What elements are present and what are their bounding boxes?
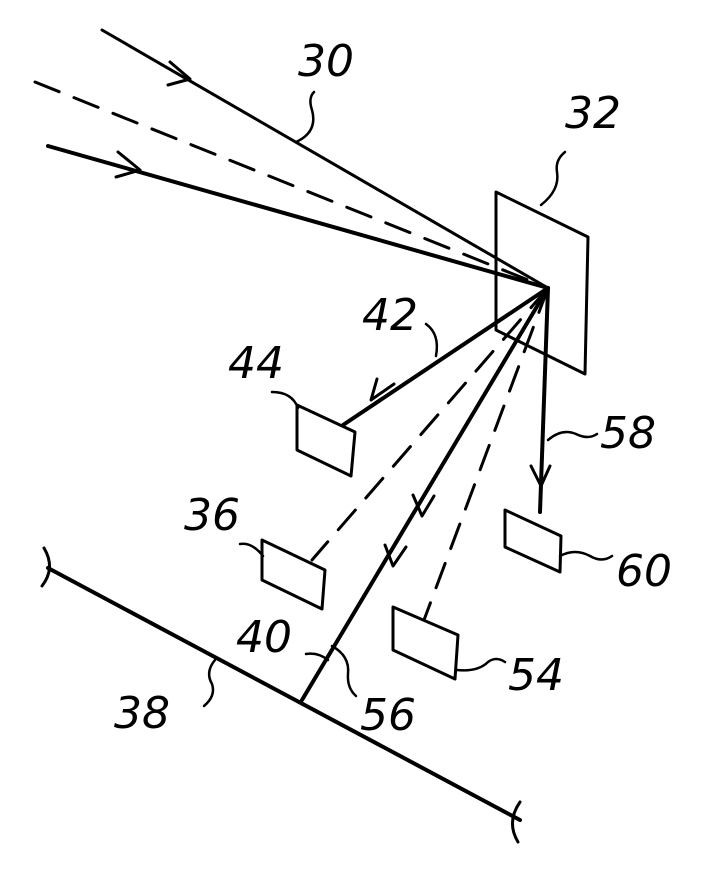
arrowhead-40-lower — [385, 545, 406, 566]
leader-30 — [296, 92, 314, 142]
label-44: 44 — [228, 338, 284, 389]
ray-40 — [302, 288, 548, 700]
leader-32 — [541, 152, 565, 205]
leader-60 — [560, 552, 612, 560]
dashed-ray-to-54 — [424, 288, 548, 620]
leader-54 — [457, 659, 505, 670]
label-32: 32 — [565, 88, 621, 139]
label-54: 54 — [508, 650, 564, 701]
label-60: 60 — [616, 546, 672, 597]
leader-40 — [306, 654, 328, 660]
sensor-60-box — [505, 510, 561, 572]
label-42: 42 — [362, 290, 418, 341]
surface-break-right — [512, 802, 520, 842]
label-38: 38 — [114, 688, 170, 739]
label-36: 36 — [184, 490, 240, 541]
surface-break-left — [42, 548, 50, 586]
label-30: 30 — [298, 36, 354, 87]
leader-36 — [240, 544, 263, 556]
target-36-box — [262, 540, 325, 609]
leader-44 — [272, 392, 298, 408]
sensor-44-box — [297, 405, 355, 476]
leader-56 — [332, 646, 356, 696]
incoming-ray-center-dashed — [35, 82, 548, 288]
label-56: 56 — [360, 690, 416, 741]
leader-58 — [548, 432, 597, 440]
label-58: 58 — [600, 408, 656, 459]
leader-38 — [204, 660, 215, 706]
leader-42 — [426, 324, 437, 356]
label-40: 40 — [236, 612, 292, 663]
incoming-ray-lower — [48, 146, 548, 288]
